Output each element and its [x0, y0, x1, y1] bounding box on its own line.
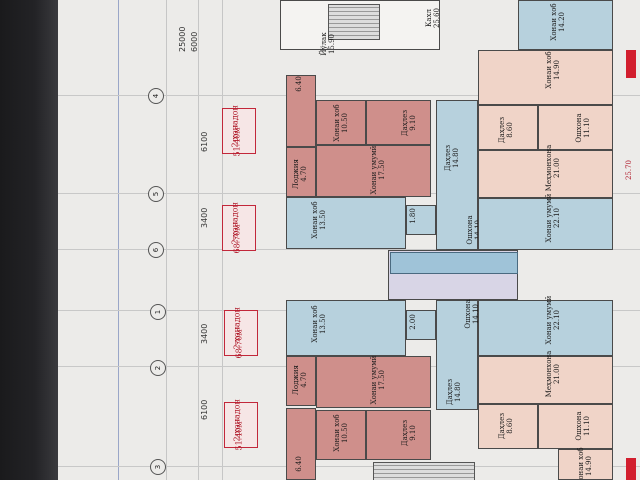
axis-bubble-5: 5	[148, 186, 164, 202]
room-bed-upper	[316, 100, 366, 145]
room-bed-lower	[286, 300, 406, 356]
label-wc-upper: 1.80	[409, 208, 417, 224]
dimension-line-inner	[198, 0, 199, 480]
room-r-kitchen-lower	[538, 404, 613, 449]
room-wc-upper	[406, 205, 436, 235]
corridor-lower	[436, 300, 478, 410]
apartment-tag-2: 2-хонадон 68.70м²	[222, 202, 256, 254]
background-edge	[0, 0, 58, 480]
grid-line-4	[58, 95, 640, 96]
red-edge-mark-top	[626, 50, 636, 78]
apartment-tag-1: 2-хонадон 51.40м²	[222, 105, 256, 157]
tag-area: 51.40м²	[234, 418, 244, 451]
room-r-bed-upper	[478, 50, 613, 105]
label-bath-lower: 6.40	[295, 456, 303, 472]
apartment-tag-4: 2-хонадон 51.40м²	[224, 399, 258, 451]
axis-bubble-4: 4	[148, 88, 164, 104]
dim-low-b: 6100	[200, 399, 209, 420]
staircase-lower	[373, 462, 475, 480]
corridor-upper	[436, 100, 478, 250]
room-balcony-lower	[286, 356, 316, 406]
axis-bubble-3: 3	[150, 459, 166, 475]
staircase	[328, 4, 380, 40]
dim-top-b: 25000	[178, 26, 187, 52]
room-bed2-lower	[316, 410, 366, 460]
room-r-living-lower	[478, 356, 613, 404]
grid-line-6	[58, 249, 640, 250]
room-bath	[286, 75, 316, 147]
room-wc-lower	[406, 310, 436, 340]
axis-bubble-6: 6	[148, 242, 164, 258]
room-r-common-lower	[478, 300, 613, 356]
margin-line	[118, 0, 119, 480]
dimension-line-outer	[166, 0, 167, 480]
apartment-tag-3: 2-хонадон 68.70м²	[224, 307, 258, 359]
axis-bubble-2: 2	[150, 360, 166, 376]
tag-area: 68.70м²	[234, 326, 244, 359]
floor-plan-sheet: 6000 25000 6100 3400 3400 6100 4 5 6 1 2…	[58, 0, 640, 480]
room-r-top	[518, 0, 613, 50]
tag-area: 68.70м²	[232, 221, 242, 254]
room-living-lower	[316, 356, 431, 408]
axis-bubble-1: 1	[150, 304, 166, 320]
label-wc-lower: 2.00	[409, 314, 417, 330]
red-edge-mark-bottom	[626, 458, 636, 480]
dim-mid2: 3400	[200, 207, 209, 228]
room-r-bed-lower	[558, 449, 613, 480]
room-living-upper	[316, 145, 431, 197]
landing-window	[390, 252, 518, 274]
room-bath-lower	[286, 408, 316, 480]
room-r-living-upper	[478, 150, 613, 198]
edge-note: 25.70	[625, 159, 633, 181]
room-r-common-upper	[478, 198, 613, 250]
room-hall-lower	[366, 410, 431, 460]
room-balcony-upper	[286, 147, 316, 197]
tag-area: 51.40м²	[232, 124, 242, 157]
dim-low-a: 3400	[200, 323, 209, 344]
room-hall2-upper	[366, 100, 431, 145]
room-bed2-upper	[286, 197, 406, 249]
room-r-hall-upper	[478, 105, 538, 150]
label-bath: 6.40	[295, 76, 303, 92]
grid-line-3	[58, 466, 640, 467]
room-r-hall-lower	[478, 404, 538, 449]
room-r-kitchen-upper	[538, 105, 613, 150]
dim-mid: 6100	[200, 131, 209, 152]
dim-top-a: 6000	[190, 31, 199, 52]
